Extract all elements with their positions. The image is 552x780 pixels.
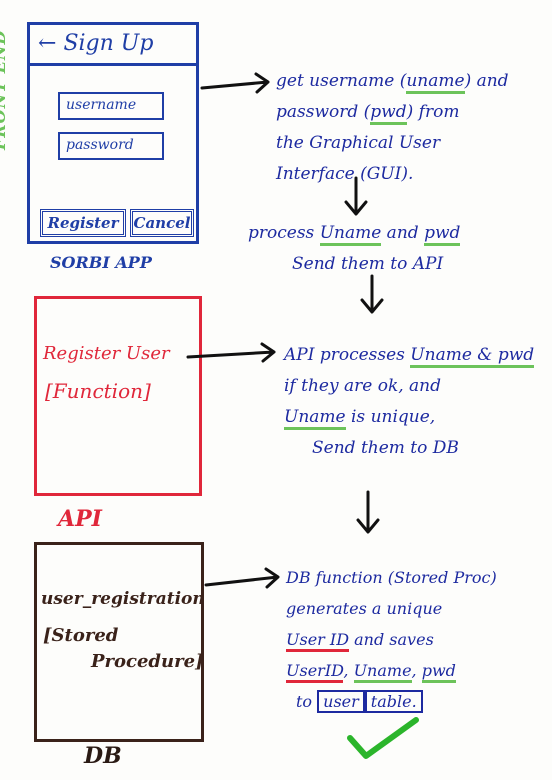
checkmark-icon: [347, 717, 419, 759]
note-db-line1: DB function (Stored Proc): [286, 568, 497, 587]
api-to-note-arrow: [186, 342, 276, 363]
note-process: process Uname and pwd Send them to API: [248, 218, 461, 280]
signup-header: ← Sign Up: [30, 25, 196, 66]
uname-highlight: uname: [406, 71, 465, 94]
pwd-highlight: pwd: [370, 102, 407, 125]
note-process-line1: process Uname and pwd: [248, 218, 461, 249]
note-db-line4: UserID, Uname, pwd: [286, 655, 497, 686]
note-api-line2: if they are ok, and: [284, 376, 442, 396]
api-function-type: [Function]: [45, 379, 151, 403]
db-procedure-box: user_registration [Stored Procedure]: [34, 542, 205, 742]
db-to-note-arrow: [204, 567, 280, 589]
note-api-line3: Uname is unique,: [284, 402, 534, 433]
app-label: SORBI APP: [50, 253, 152, 272]
note-gui: get username (uname) and password (pwd) …: [276, 66, 509, 190]
note-db-line2: generates a unique: [286, 599, 443, 618]
cancel-button[interactable]: Cancel: [130, 209, 194, 237]
signup-screen-mockup: ← Sign Up username password Register Can…: [27, 22, 199, 244]
db-procedure-type-line2: Procedure]: [91, 651, 204, 672]
db-procedure-name: user_registration: [41, 589, 205, 609]
note-gui-line4: Interface (GUI).: [276, 164, 414, 184]
note-gui-line2: password (pwd) from: [276, 97, 509, 128]
note-db: DB function (Stored Proc) generates a un…: [286, 562, 497, 717]
user-table-box: user: [317, 690, 365, 713]
down-arrow-1: [344, 176, 368, 216]
signup-title: Sign Up: [63, 31, 154, 56]
db-label: DB: [84, 743, 122, 769]
password-field[interactable]: password: [58, 132, 164, 160]
api-label: API: [58, 506, 102, 532]
frontend-to-note-arrow: [200, 72, 270, 94]
note-api-line4: Send them to DB: [312, 438, 459, 458]
note-gui-line1: get username (uname) and: [276, 66, 509, 97]
down-arrow-2: [360, 274, 384, 314]
username-field[interactable]: username: [58, 92, 164, 120]
api-function-box: Register User [Function]: [34, 296, 202, 496]
note-db-line3: User ID and saves: [286, 624, 497, 655]
note-api-line1: API processes Uname & pwd: [284, 340, 535, 371]
down-arrow-3: [356, 490, 380, 534]
note-process-line2: Send them to API: [292, 254, 444, 274]
table-word-box: table.: [364, 690, 423, 713]
db-procedure-type-line1: [Stored: [43, 625, 119, 646]
back-arrow-icon[interactable]: ←: [38, 31, 57, 56]
api-function-name: Register User: [43, 343, 170, 364]
note-api: API processes Uname & pwd if they are ok…: [284, 340, 535, 464]
note-gui-line3: the Graphical User: [276, 133, 441, 153]
register-button[interactable]: Register: [40, 209, 126, 237]
